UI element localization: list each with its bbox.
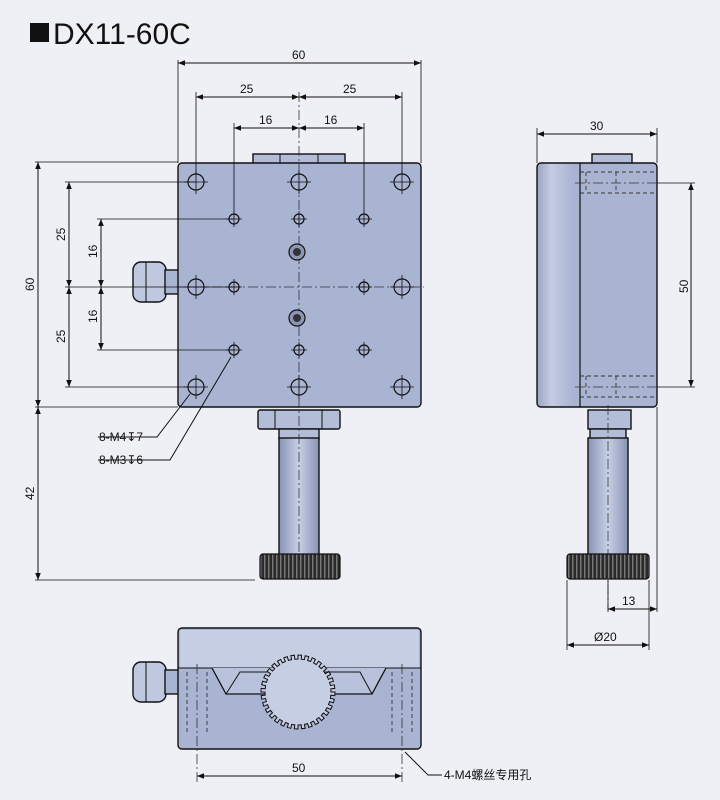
dim-v-inner-bottom: 16: [86, 309, 100, 323]
dim-v-pitch-top: 25: [54, 227, 68, 241]
dim-inner-pitch-left: 16: [259, 113, 273, 127]
side-stem-collar: [587, 409, 632, 430]
dim-top-pitch-left: 25: [240, 82, 254, 96]
front-view: 60 25 25 16 16 60 25 25 16 16 42 8-M4↧7 …: [23, 48, 424, 581]
dim-v-pitch-bottom: 25: [54, 329, 68, 343]
dim-stem-length: 42: [23, 486, 37, 500]
bottom-side-knob: [132, 661, 167, 703]
dim-bottom-pitch: 50: [292, 761, 306, 775]
bottom-gear: [260, 654, 336, 730]
front-side-knob: [132, 261, 167, 303]
callout-m4-holes: 8-M4↧7: [99, 430, 143, 444]
drawing-title: DX11-60C: [53, 18, 191, 51]
side-body: [536, 162, 658, 408]
dim-side-height: 50: [677, 279, 691, 293]
side-knurled-knob: [566, 553, 650, 580]
counterbore-holes: [288, 243, 306, 327]
gear-teeth: [260, 654, 336, 730]
m4-hole-pattern: [184, 170, 414, 399]
dim-height: 60: [23, 277, 37, 291]
dim-knob-diameter: Ø20: [594, 630, 617, 644]
bottom-view: 50 4-M4螺丝专用孔: [132, 627, 531, 782]
dim-v-inner-top: 16: [86, 244, 100, 258]
title-square-icon: [30, 23, 49, 42]
callout-mount-holes: 4-M4螺丝专用孔: [444, 767, 531, 782]
front-knurled-knob: [259, 553, 341, 580]
side-view: 30 50 13 Ø20: [536, 119, 695, 650]
callout-m3-holes: 8-M3↧6: [99, 453, 143, 467]
dim-top-width: 60: [292, 48, 306, 62]
title-block: DX11-60C: [30, 18, 191, 51]
front-plate: [177, 162, 422, 408]
dim-top-pitch-right: 25: [343, 82, 357, 96]
dim-side-width: 30: [590, 119, 604, 133]
dim-knob-offset: 13: [622, 594, 636, 608]
dim-inner-pitch-right: 16: [324, 113, 338, 127]
